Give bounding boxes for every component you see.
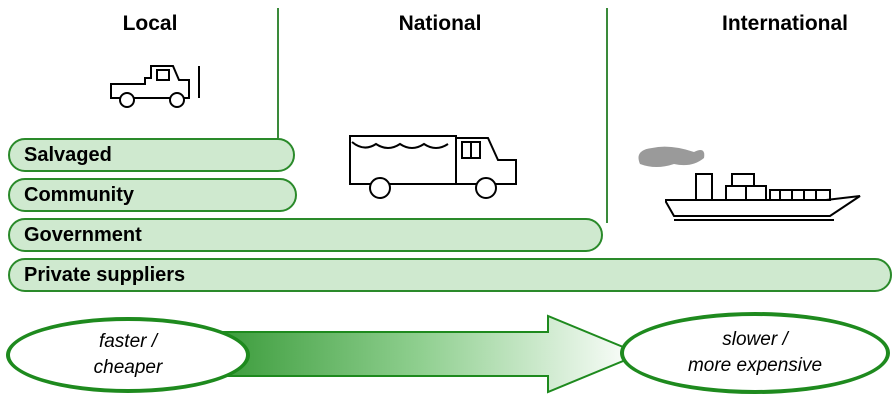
scale-right-oval: slower / more expensive	[620, 312, 890, 394]
scale-left-line1: faster /	[99, 329, 157, 355]
bar-salvaged: Salvaged	[8, 138, 295, 172]
cargo-truck-icon	[346, 128, 531, 204]
column-title-national: National	[370, 12, 510, 36]
scale-left-oval: faster / cheaper	[6, 317, 250, 393]
bar-private-label: Private suppliers	[24, 264, 185, 287]
column-title-local: Local	[95, 12, 205, 36]
pickup-truck-icon	[105, 60, 205, 116]
container-ship-icon	[634, 140, 864, 225]
column-title-international: International	[690, 12, 880, 36]
bar-salvaged-label: Salvaged	[24, 144, 112, 167]
bar-government-label: Government	[24, 224, 142, 247]
bar-government: Government	[8, 218, 603, 252]
bar-private-suppliers: Private suppliers	[8, 258, 892, 292]
scale-right-line1: slower /	[722, 327, 787, 353]
scale-right-line2: more expensive	[688, 353, 822, 379]
bar-community-label: Community	[24, 184, 134, 207]
divider-local-national	[277, 8, 279, 138]
bar-community: Community	[8, 178, 297, 212]
divider-national-international	[606, 8, 608, 223]
scale-left-line2: cheaper	[94, 355, 163, 381]
